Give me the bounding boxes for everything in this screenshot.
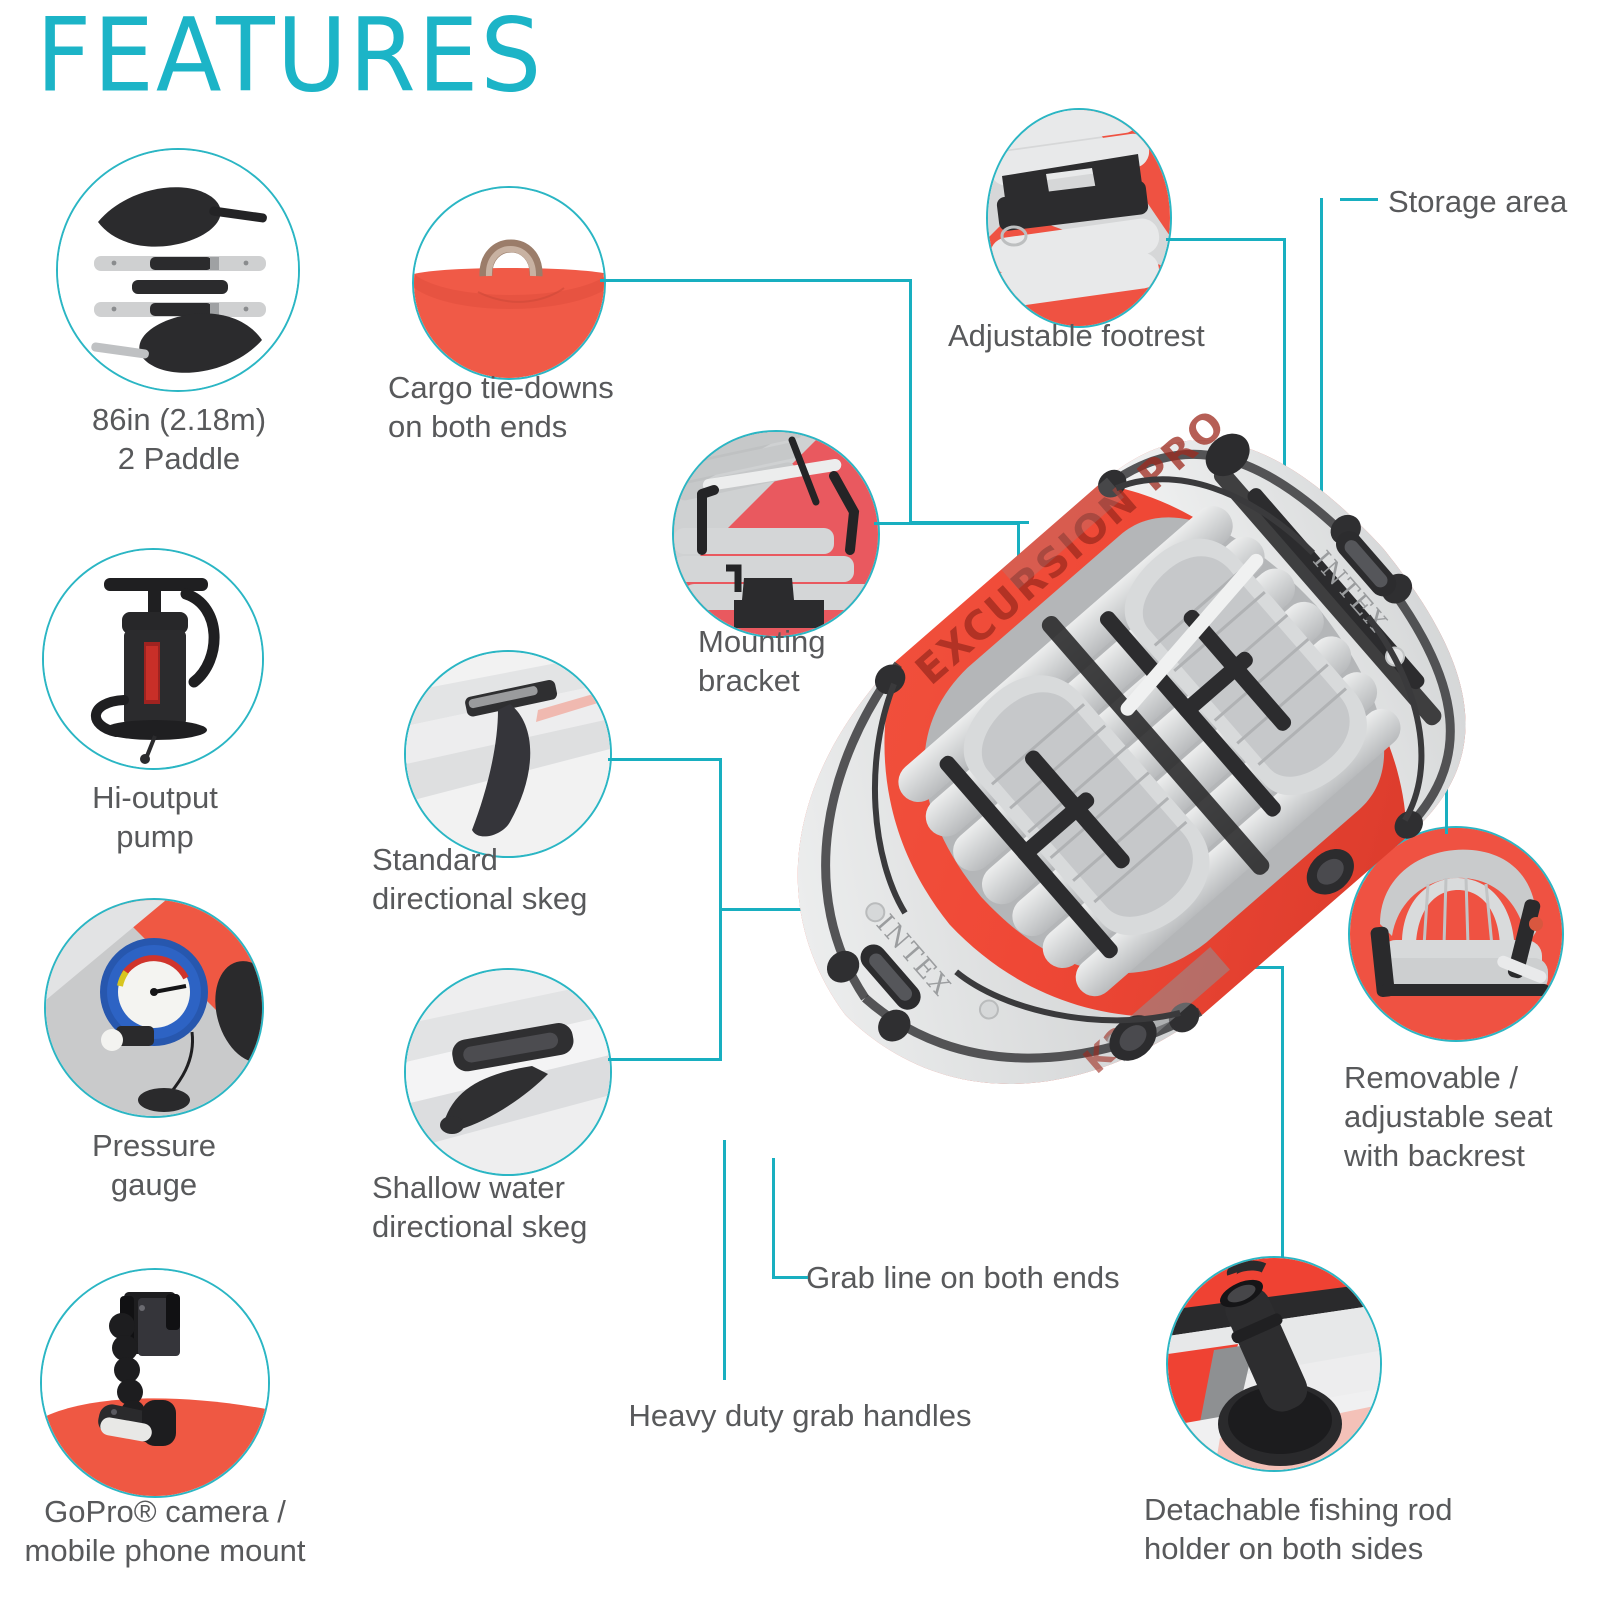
shallow-skeg-photo-bubble bbox=[404, 968, 612, 1176]
leader-footrest-h bbox=[1166, 238, 1286, 241]
storage-area-caption: Storage area bbox=[1388, 184, 1568, 219]
grab-handles-caption: Heavy duty grab handles bbox=[628, 1398, 972, 1433]
kayak-product-image: EXCURSION PRO K2 INTEX INTEX bbox=[612, 362, 1592, 1222]
paddle-caption: 86in (2.18m) 2 Paddle bbox=[91, 402, 267, 477]
cargo-tiedown-icon bbox=[414, 239, 604, 378]
standard-skeg-photo-bubble bbox=[404, 650, 612, 858]
mounting-bracket-photo-bubble bbox=[672, 430, 880, 638]
pressure-gauge-icon bbox=[46, 900, 262, 1116]
camera-mount-caption: GoPro® camera / mobile phone mount bbox=[24, 1494, 306, 1569]
rod-holder-photo-bubble bbox=[1166, 1256, 1382, 1472]
footrest-caption: Adjustable footrest bbox=[948, 318, 1205, 353]
leader-storage-dash bbox=[1340, 198, 1378, 201]
camera-mount-photo-bubble bbox=[40, 1268, 270, 1498]
mounting-bracket-caption: Mounting bracket bbox=[698, 624, 826, 699]
leader-mounting-h bbox=[874, 522, 1020, 525]
shallow-skeg-icon bbox=[406, 970, 610, 1174]
leader-cargo-v bbox=[909, 279, 912, 524]
leader-footrest-v bbox=[1283, 238, 1286, 518]
seat-caption: Removable / adjustable seat with backres… bbox=[1344, 1060, 1553, 1174]
pump-photo-bubble bbox=[42, 548, 264, 770]
gauge-caption: Pressure gauge bbox=[91, 1128, 217, 1203]
camera-mount-icon bbox=[42, 1292, 268, 1496]
leader-rod-v bbox=[1281, 966, 1284, 1258]
hand-pump-icon bbox=[91, 578, 220, 764]
leader-grabline-h bbox=[772, 1276, 808, 1279]
seat-photo-bubble bbox=[1348, 826, 1564, 1042]
paddle-photo-bubble bbox=[56, 148, 300, 392]
leader-stdskeg-h bbox=[608, 758, 722, 761]
page-title: FEATURES bbox=[36, 0, 544, 115]
gauge-photo-bubble bbox=[44, 898, 264, 1118]
rod-holder-caption: Detachable fishing rod holder on both si… bbox=[1144, 1492, 1453, 1567]
leader-cargo-h bbox=[600, 279, 912, 282]
seat-icon bbox=[1350, 828, 1562, 1040]
leader-grabline-v bbox=[772, 1158, 775, 1278]
grab-line-caption: Grab line on both ends bbox=[806, 1260, 1120, 1295]
paddle-icon bbox=[91, 187, 267, 373]
shallow-skeg-caption: Shallow water directional skeg bbox=[372, 1170, 588, 1245]
pump-caption: Hi-output pump bbox=[92, 780, 218, 855]
standard-skeg-caption: Standard directional skeg bbox=[372, 842, 588, 917]
leader-shalskeg-h bbox=[608, 1058, 722, 1061]
standard-skeg-icon bbox=[406, 652, 610, 856]
leader-skeg-to-hull bbox=[719, 908, 879, 911]
cargo-tiedown-caption: Cargo tie-downs on both ends bbox=[388, 370, 614, 445]
rod-holder-icon bbox=[1168, 1258, 1380, 1470]
mounting-bracket-icon bbox=[674, 432, 878, 636]
leader-handles-v bbox=[723, 1140, 726, 1380]
footrest-icon bbox=[988, 110, 1170, 326]
footrest-photo-bubble bbox=[986, 108, 1172, 328]
leader-storage-v bbox=[1320, 198, 1323, 530]
cargo-tiedown-photo-bubble bbox=[412, 186, 606, 380]
